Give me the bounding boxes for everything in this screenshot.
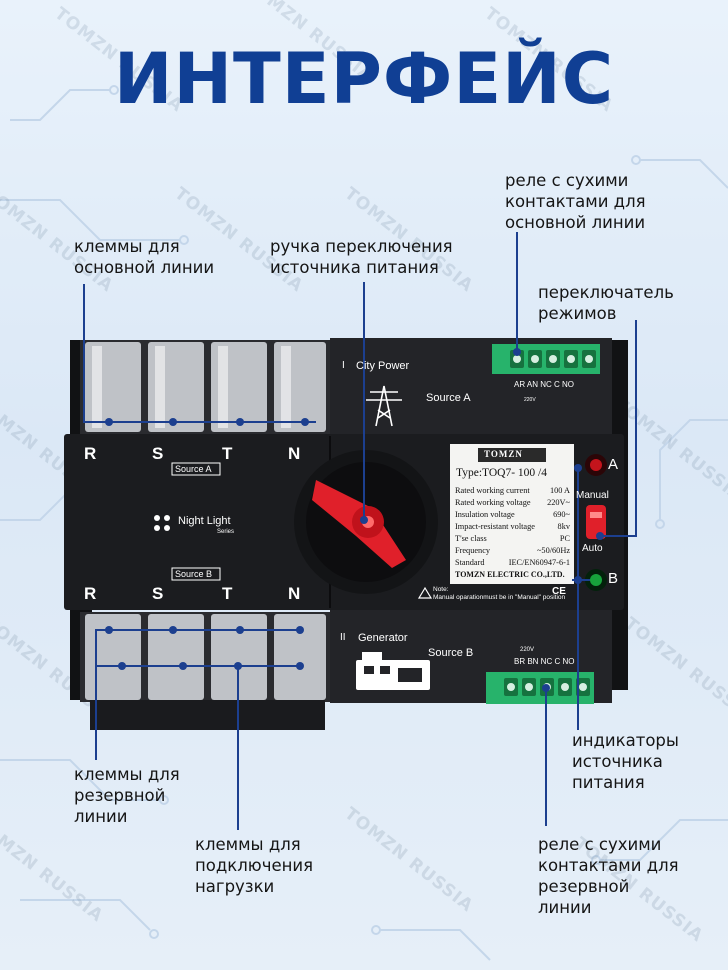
manual-label: Manual — [576, 490, 609, 501]
generator-num: II — [340, 632, 346, 643]
phase-t-top: T — [222, 444, 233, 463]
indicator-a-label: A — [608, 456, 619, 473]
callout-dots — [105, 348, 604, 692]
relay-b-labels: BR BN NC C NO — [514, 657, 575, 666]
relay-a-labels: AR AN NC C NO — [514, 380, 575, 389]
generator-label: Generator — [358, 632, 408, 644]
switch-handle — [312, 480, 406, 568]
phase-s-top: S — [152, 444, 164, 463]
callout-lines — [83, 232, 637, 830]
label-relay-backup: реле с сухими контактами для резервной л… — [538, 835, 679, 917]
page-title: ИНТЕРФЕЙС — [113, 38, 615, 120]
label-switch-handle: ручка переключения источника питания — [270, 237, 453, 277]
warning-icon — [417, 586, 433, 599]
type-label: Type:TOQ7- 100 /4 — [456, 467, 547, 479]
label-main-terminals: клеммы для основной линии — [74, 237, 215, 277]
company-label: TOMZN ELECTRIC CO.,LTD. — [455, 570, 565, 579]
phase-r-top: R — [84, 444, 97, 463]
night-light-series: Series — [217, 529, 235, 535]
generator-icon — [356, 652, 430, 690]
label-mode-switch: переключатель режимов — [538, 283, 674, 323]
label-load-terminals: клеммы для подключения нагрузки — [195, 835, 314, 896]
note-text: Manual oparationmust be in "Manual" posi… — [433, 594, 566, 601]
phase-s-bottom: S — [152, 584, 164, 603]
power-tower-icon — [366, 385, 402, 427]
city-power-label: City Power — [356, 360, 410, 372]
label-indicators: индикаторы источника питания — [572, 731, 679, 792]
night-light-label: Night Light — [178, 515, 231, 527]
phase-t-bottom: T — [222, 584, 233, 603]
source-b-tag: Source B — [175, 569, 213, 579]
auto-label: Auto — [582, 543, 603, 554]
phase-n-bottom: N — [288, 584, 301, 603]
source-a-label: Source A — [426, 392, 471, 404]
city-power-num: I — [342, 360, 345, 371]
spec-plate — [450, 444, 574, 584]
phase-n-top: N — [288, 444, 301, 463]
indicator-b-label: B — [608, 570, 619, 587]
brand-label: TOMZN — [484, 449, 523, 459]
label-backup-terminals: клеммы для резервной линии — [74, 765, 180, 826]
relay-a-voltage: 220V — [524, 397, 536, 403]
ce-mark: CE — [552, 586, 566, 597]
source-b-label: Source B — [428, 647, 474, 659]
relay-b-voltage: 220V — [520, 647, 535, 653]
night-light-icon — [154, 515, 170, 531]
label-relay-main: реле с сухими контактами для основной ли… — [505, 171, 646, 232]
note-title: Note: — [433, 586, 449, 593]
source-a-tag: Source A — [175, 464, 212, 474]
phase-r-bottom: R — [84, 584, 97, 603]
